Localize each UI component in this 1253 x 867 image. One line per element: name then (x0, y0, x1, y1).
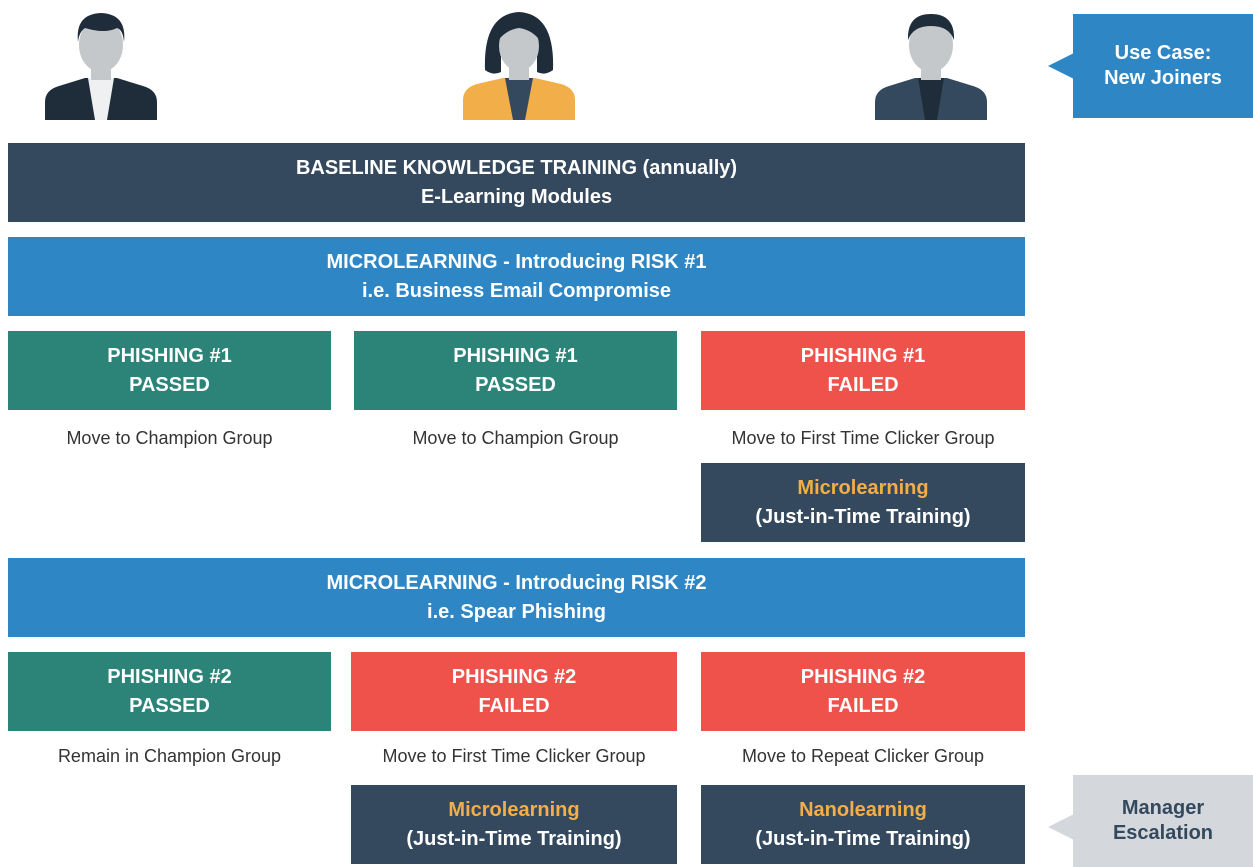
female-user-icon (463, 12, 575, 120)
risk2-microlearning-box: MICROLEARNING - Introducing RISK #2 i.e.… (8, 558, 1025, 637)
baseline-training-box: BASELINE KNOWLEDGE TRAINING (annually) E… (8, 143, 1025, 222)
phishing2-failed-box: PHISHING #2 FAILED (351, 652, 677, 731)
jit-subtitle: (Just-in-Time Training) (755, 505, 971, 528)
manager-escalation-callout: Manager Escalation (1073, 775, 1253, 867)
phishing1-status: PASSED (129, 373, 210, 396)
risk1-microlearning-box: MICROLEARNING - Introducing RISK #1 i.e.… (8, 237, 1025, 316)
phishing2-caption: Remain in Champion Group (57, 746, 282, 766)
phishing2-caption: Move to First Time Clicker Group (382, 746, 646, 766)
jit-microlearning-box: Microlearning (Just-in-Time Training) (701, 463, 1025, 542)
callout-arrow (1048, 814, 1074, 840)
jit-subtitle: (Just-in-Time Training) (755, 827, 971, 850)
callout-arrow (1048, 53, 1074, 79)
escalation-line2: Escalation (1112, 822, 1214, 844)
phishing2-status: FAILED (827, 694, 899, 717)
phishing1-passed-box: PHISHING #1 PASSED (354, 331, 677, 410)
jit-title: Microlearning (448, 798, 580, 821)
phishing1-status: PASSED (475, 373, 556, 396)
jit-title: Nanolearning (799, 798, 927, 821)
jit-microlearning-box: Microlearning (Just-in-Time Training) (351, 785, 677, 864)
phishing1-title: PHISHING #1 (453, 344, 578, 367)
phishing2-failed-box: PHISHING #2 FAILED (701, 652, 1025, 731)
phishing2-passed-box: PHISHING #2 PASSED (8, 652, 331, 731)
use-case-callout: Use Case: New Joiners (1073, 14, 1253, 118)
phishing1-passed-box: PHISHING #1 PASSED (8, 331, 331, 410)
phishing1-caption: Move to First Time Clicker Group (731, 428, 995, 448)
phishing2-status: FAILED (478, 694, 550, 717)
baseline-title: BASELINE KNOWLEDGE TRAINING (annually) (295, 156, 738, 179)
phishing2-title: PHISHING #2 (107, 665, 232, 688)
phishing1-caption: Move to Champion Group (412, 428, 619, 448)
male-user-icon (45, 13, 157, 120)
risk1-title: MICROLEARNING - Introducing RISK #1 (326, 250, 707, 273)
risk2-subtitle: i.e. Spear Phishing (427, 600, 606, 623)
jit-nanolearning-box: Nanolearning (Just-in-Time Training) (701, 785, 1025, 864)
use-case-line1: Use Case: (1114, 42, 1212, 64)
phishing2-caption: Move to Repeat Clicker Group (741, 746, 985, 766)
phishing1-failed-box: PHISHING #1 FAILED (701, 331, 1025, 410)
phishing2-title: PHISHING #2 (800, 665, 926, 688)
use-case-line2: New Joiners (1104, 67, 1222, 89)
phishing1-caption: Move to Champion Group (66, 428, 273, 448)
phishing1-status: FAILED (827, 373, 899, 396)
risk2-title: MICROLEARNING - Introducing RISK #2 (326, 571, 707, 594)
phishing1-title: PHISHING #1 (107, 344, 232, 367)
baseline-subtitle: E-Learning Modules (420, 185, 613, 208)
male-user-icon (875, 14, 987, 120)
jit-title: Microlearning (797, 476, 929, 499)
phishing2-title: PHISHING #2 (451, 665, 577, 688)
jit-subtitle: (Just-in-Time Training) (406, 827, 622, 850)
risk1-subtitle: i.e. Business Email Compromise (362, 279, 671, 302)
escalation-line1: Manager (1121, 797, 1205, 819)
phishing2-status: PASSED (129, 694, 210, 717)
phishing1-title: PHISHING #1 (800, 344, 926, 367)
